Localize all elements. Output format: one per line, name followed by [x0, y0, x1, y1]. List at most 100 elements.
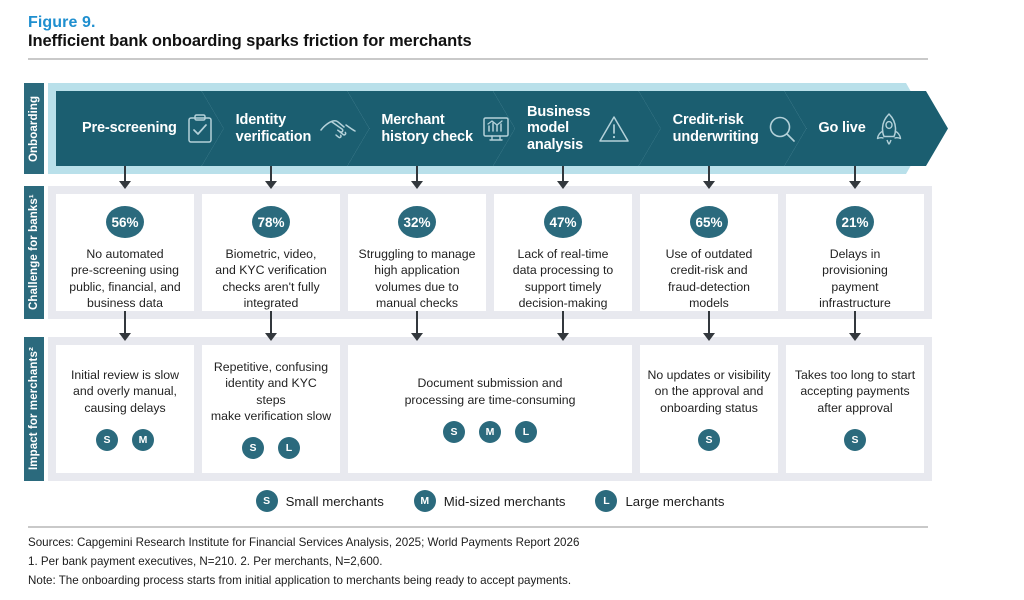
side-label-impact: Impact for merchants² — [24, 337, 44, 481]
impact-card[interactable]: Initial review is slow and overly manual… — [56, 345, 194, 473]
challenge-percent: 32% — [398, 206, 436, 239]
side-label-onboarding: Onboarding — [24, 83, 44, 174]
stage-chevron-1[interactable]: Pre-screening — [56, 91, 224, 166]
warning-triangle-icon — [598, 114, 630, 144]
challenge-text: Struggling to manage high application vo… — [358, 247, 476, 310]
figure-label: Figure 9. — [28, 14, 96, 31]
connector-challenge-to-impact-5 — [708, 311, 710, 334]
divider-top — [28, 58, 928, 60]
challenge-card[interactable]: 32% Struggling to manage high application… — [348, 194, 486, 311]
connector-challenge-to-impact-4-head — [557, 333, 569, 341]
impact-text: Repetitive, confusing identity and KYC s… — [210, 360, 332, 423]
challenge-card[interactable]: 56% No automated pre-screening using publ… — [56, 194, 194, 311]
merchant-badge-l: L — [515, 420, 537, 443]
challenge-text: Delays in provisioning payment infrastru… — [819, 247, 891, 310]
impact-badges: S — [844, 428, 866, 451]
impact-text: No updates or visibility on the approval… — [647, 368, 771, 415]
legend-badge-s: S — [255, 490, 278, 512]
merchant-badge-s: S — [698, 428, 720, 451]
magnifier-icon — [767, 114, 797, 144]
footer-note: Note: The onboarding process starts from… — [28, 573, 572, 587]
legend-item-l: L Large merchants — [595, 490, 724, 512]
rocket-icon — [874, 112, 904, 146]
connector-challenge-to-impact-1 — [124, 311, 126, 334]
stage-label: Merchant history check — [381, 112, 473, 145]
challenge-text: Biometric, video, and KYC verification c… — [215, 247, 327, 310]
stage-chevron-5[interactable]: Credit-risk underwriting — [639, 91, 807, 166]
merchant-badge-m: M — [132, 428, 154, 451]
connector-challenge-to-impact-3-head — [411, 333, 423, 341]
connector-challenge-to-impact-1-head — [119, 333, 131, 341]
challenge-text: Use of outdated credit-risk and fraud-de… — [665, 247, 753, 310]
legend-label: Large merchants — [625, 493, 725, 509]
challenge-percent: 21% — [836, 206, 874, 239]
stage-label: Go live — [818, 120, 866, 137]
connector-stage-to-challenge-3-head — [411, 181, 423, 189]
stage-label: Business model analysis — [527, 104, 591, 153]
impact-card[interactable]: No updates or visibility on the approval… — [640, 345, 778, 473]
legend-label: Small merchants — [285, 493, 384, 509]
challenge-text: Lack of real-time data processing to sup… — [512, 247, 614, 310]
legend-badge-m: M — [413, 490, 436, 512]
stage-label: Identity verification — [235, 112, 312, 145]
connector-challenge-to-impact-2 — [270, 311, 272, 334]
stage-chevron-4[interactable]: Business model analysis — [493, 91, 661, 166]
stage-chevron-3[interactable]: Merchant history check — [347, 91, 515, 166]
challenge-card[interactable]: 21% Delays in provisioning payment infras… — [786, 194, 924, 311]
challenge-card[interactable]: 78% Biometric, video, and KYC verificatio… — [202, 194, 340, 311]
connector-challenge-to-impact-4 — [562, 311, 564, 334]
impact-text: Document submission and processing are t… — [404, 376, 576, 407]
legend: S Small merchants M Mid-sized merchants L Lar… — [48, 487, 932, 515]
stage-label: Pre-screening — [82, 120, 177, 137]
connector-stage-to-challenge-4-head — [557, 181, 569, 189]
impact-text: Takes too long to start accepting paymen… — [794, 368, 916, 415]
chart-monitor-icon — [481, 115, 511, 143]
connector-stage-to-challenge-6-head — [849, 181, 861, 189]
challenge-percent: 47% — [544, 206, 582, 239]
footer-notes-line: 1. Per bank payment executives, N=210. 2… — [28, 554, 383, 568]
challenge-row-band — [48, 186, 932, 319]
impact-card[interactable]: Repetitive, confusing identity and KYC s… — [202, 345, 340, 473]
challenge-percent: 65% — [690, 206, 728, 239]
challenge-percent: 78% — [252, 206, 290, 239]
side-label-challenge: Challenge for banks¹ — [24, 186, 44, 319]
connector-challenge-to-impact-3 — [416, 311, 418, 334]
page-title: Inefficient bank onboarding sparks frict… — [28, 32, 472, 50]
stage-chevron-6[interactable]: Go live — [784, 91, 948, 166]
handshake-icon — [319, 115, 357, 143]
footer-sources: Sources: Capgemini Research Institute fo… — [28, 536, 580, 549]
challenge-percent: 56% — [106, 206, 144, 239]
challenge-card[interactable]: 47% Lack of real-time data processing to … — [494, 194, 632, 311]
connector-challenge-to-impact-6 — [854, 311, 856, 334]
connector-challenge-to-impact-2-head — [265, 333, 277, 341]
stage-chevron-2[interactable]: Identity verification — [202, 91, 370, 166]
connector-challenge-to-impact-6-head — [849, 333, 861, 341]
legend-item-m: M Mid-sized merchants — [413, 490, 566, 512]
footer-notes: Sources: Capgemini Research Institute fo… — [28, 534, 928, 590]
divider-bottom — [28, 526, 928, 528]
connector-stage-to-challenge-1-head — [119, 181, 131, 189]
legend-badge-l: L — [595, 490, 618, 512]
legend-label: Mid-sized merchants — [443, 493, 566, 509]
challenge-card[interactable]: 65% Use of outdated credit-risk and fraud… — [640, 194, 778, 311]
merchant-badge-m: M — [479, 420, 501, 443]
stage-label: Credit-risk underwriting — [672, 112, 759, 145]
legend-item-s: S Small merchants — [255, 490, 384, 512]
clipboard-check-icon — [185, 113, 215, 145]
challenge-text: No automated pre-screening using public,… — [69, 247, 181, 310]
connector-stage-to-challenge-2-head — [265, 181, 277, 189]
onboarding-stages: Pre-screening Identity verification Mercha… — [56, 91, 930, 166]
impact-badges: S — [698, 428, 720, 451]
impact-card[interactable]: Takes too long to start accepting paymen… — [786, 345, 924, 473]
merchant-badge-l: L — [278, 436, 300, 459]
impact-card[interactable]: Document submission and processing are t… — [348, 345, 632, 473]
connector-stage-to-challenge-5-head — [703, 181, 715, 189]
impact-text: Initial review is slow and overly manual… — [71, 368, 179, 415]
merchant-badge-s: S — [844, 428, 866, 451]
merchant-badge-s: S — [242, 436, 264, 459]
merchant-badge-s: S — [96, 428, 118, 451]
